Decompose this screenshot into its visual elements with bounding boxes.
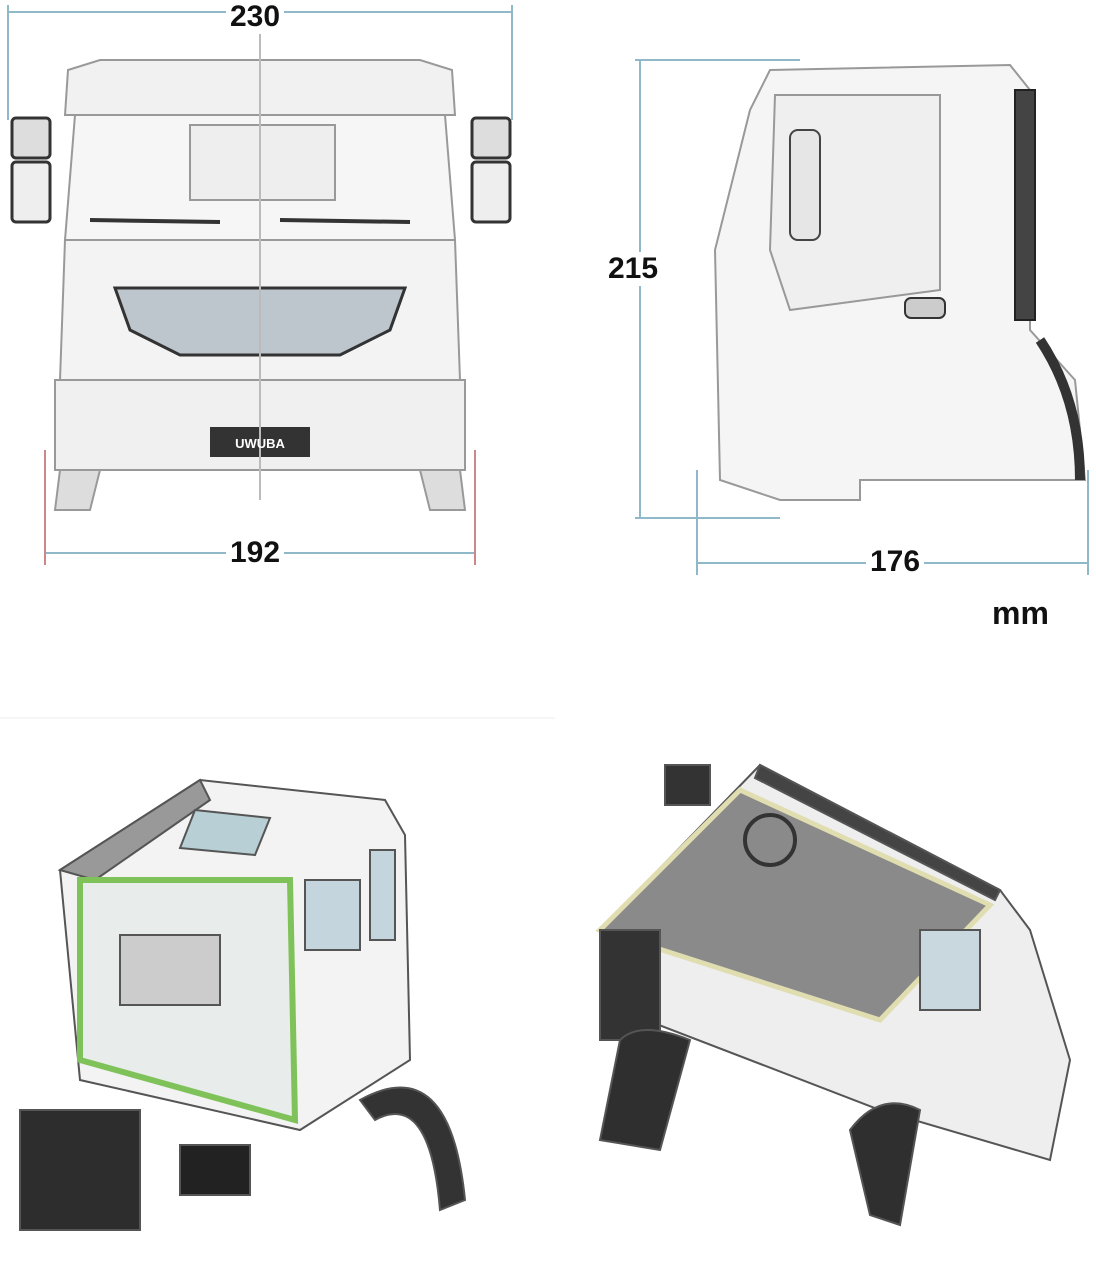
unit-label: mm bbox=[992, 595, 1049, 631]
width-top-label: 230 bbox=[226, 0, 285, 34]
length-label: 176 bbox=[866, 545, 925, 579]
height-label: 215 bbox=[604, 252, 663, 286]
front-view-drawing bbox=[7, 5, 513, 565]
width-bottom-label: 192 bbox=[226, 536, 285, 570]
isometric-cutaway-rear-right bbox=[595, 763, 1072, 1227]
isometric-cutaway-front-left bbox=[19, 778, 467, 1231]
side-view-drawing bbox=[635, 59, 1089, 575]
logo: UWUBA bbox=[235, 436, 285, 451]
